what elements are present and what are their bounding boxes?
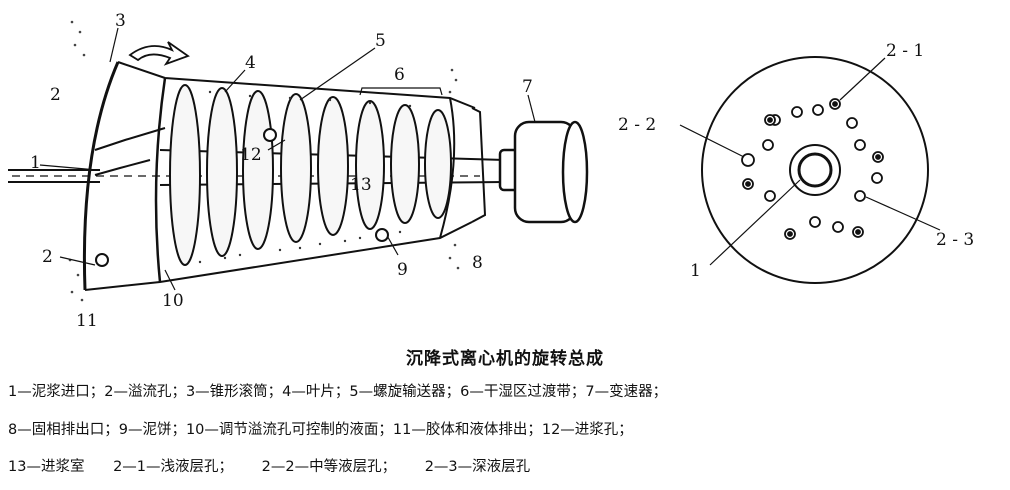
label-2-top: 2 — [50, 85, 61, 105]
legend-item-2-2: 2—2—中等液层孔； — [261, 459, 397, 475]
legend-line-1: 1—泥浆进口；2—溢流孔；3—锥形滚筒；4—叶片；5—螺旋输送器；6—干湿区过渡… — [8, 384, 668, 400]
end-view — [701, 56, 929, 284]
legend-line-2: 8—固相排出口；9—泥饼；10—调节溢流孔可控制的液面；11—胶体和液体排出；1… — [8, 422, 633, 438]
label-1-right: 1 — [690, 261, 701, 281]
end-view-leaders — [679, 57, 941, 266]
legend-item-2-1: 2—1—浅液层孔； — [113, 459, 234, 475]
label-2-2: 2 - 2 — [618, 115, 656, 135]
feed-hole — [263, 128, 277, 142]
gearbox — [498, 120, 589, 224]
screw-flights — [169, 84, 452, 266]
centrifuge-diagram: 1 2 2 3 4 5 6 7 8 9 10 11 12 13 2 - 1 2 … — [8, 11, 974, 331]
label-12: 12 — [240, 145, 262, 165]
deep-holes — [742, 98, 884, 240]
figure-caption: 沉降式离心机的旋转总成 — [406, 349, 604, 369]
label-9: 9 — [397, 260, 408, 280]
label-2-1: 2 - 1 — [886, 41, 924, 61]
sediment-texture — [198, 90, 412, 264]
legend-line-3: 13—进浆室 2—1—浅液层孔； 2—2—中等液层孔； 2—3—深液层孔 — [8, 455, 1003, 476]
leader-lines — [39, 27, 536, 291]
overflow-hole — [95, 253, 109, 267]
overflow-holes — [741, 104, 883, 233]
label-2-bottom: 2 — [42, 247, 53, 267]
label-3: 3 — [115, 11, 126, 31]
cake-mark — [375, 228, 389, 242]
label-2-3: 2 - 3 — [936, 230, 974, 250]
legend-item-13: 13—进浆室 — [8, 459, 85, 475]
label-13: 13 — [350, 175, 372, 195]
label-7: 7 — [522, 77, 533, 97]
label-4: 4 — [245, 53, 256, 73]
label-10: 10 — [162, 291, 184, 311]
label-5: 5 — [375, 31, 386, 51]
label-8: 8 — [472, 253, 483, 273]
label-1: 1 — [30, 153, 41, 173]
rotation-arrow — [128, 41, 190, 66]
label-6: 6 — [394, 65, 405, 85]
legend-item-2-3: 2—3—深液层孔 — [424, 459, 531, 475]
label-11: 11 — [76, 311, 98, 331]
